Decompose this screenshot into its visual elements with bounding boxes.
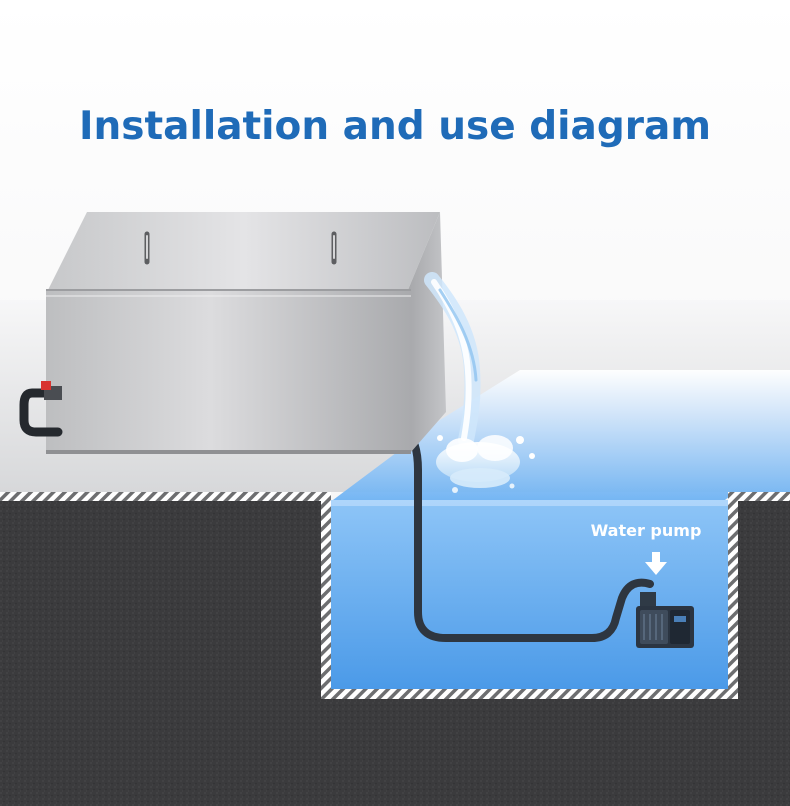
pump-arrow-icon [645,552,667,575]
ground-edge-right [728,492,790,501]
water-splash [436,435,535,493]
ground-edge-left [0,492,330,501]
water-pump-label: Water pump [590,521,702,540]
page-title: Installation and use diagram [79,104,711,149]
water-pump [636,592,694,648]
tank [46,212,446,454]
hose [401,426,654,642]
water-stream [424,272,481,448]
pool-pit [321,492,738,699]
pool-water [331,500,728,689]
drain-valve [19,381,63,437]
